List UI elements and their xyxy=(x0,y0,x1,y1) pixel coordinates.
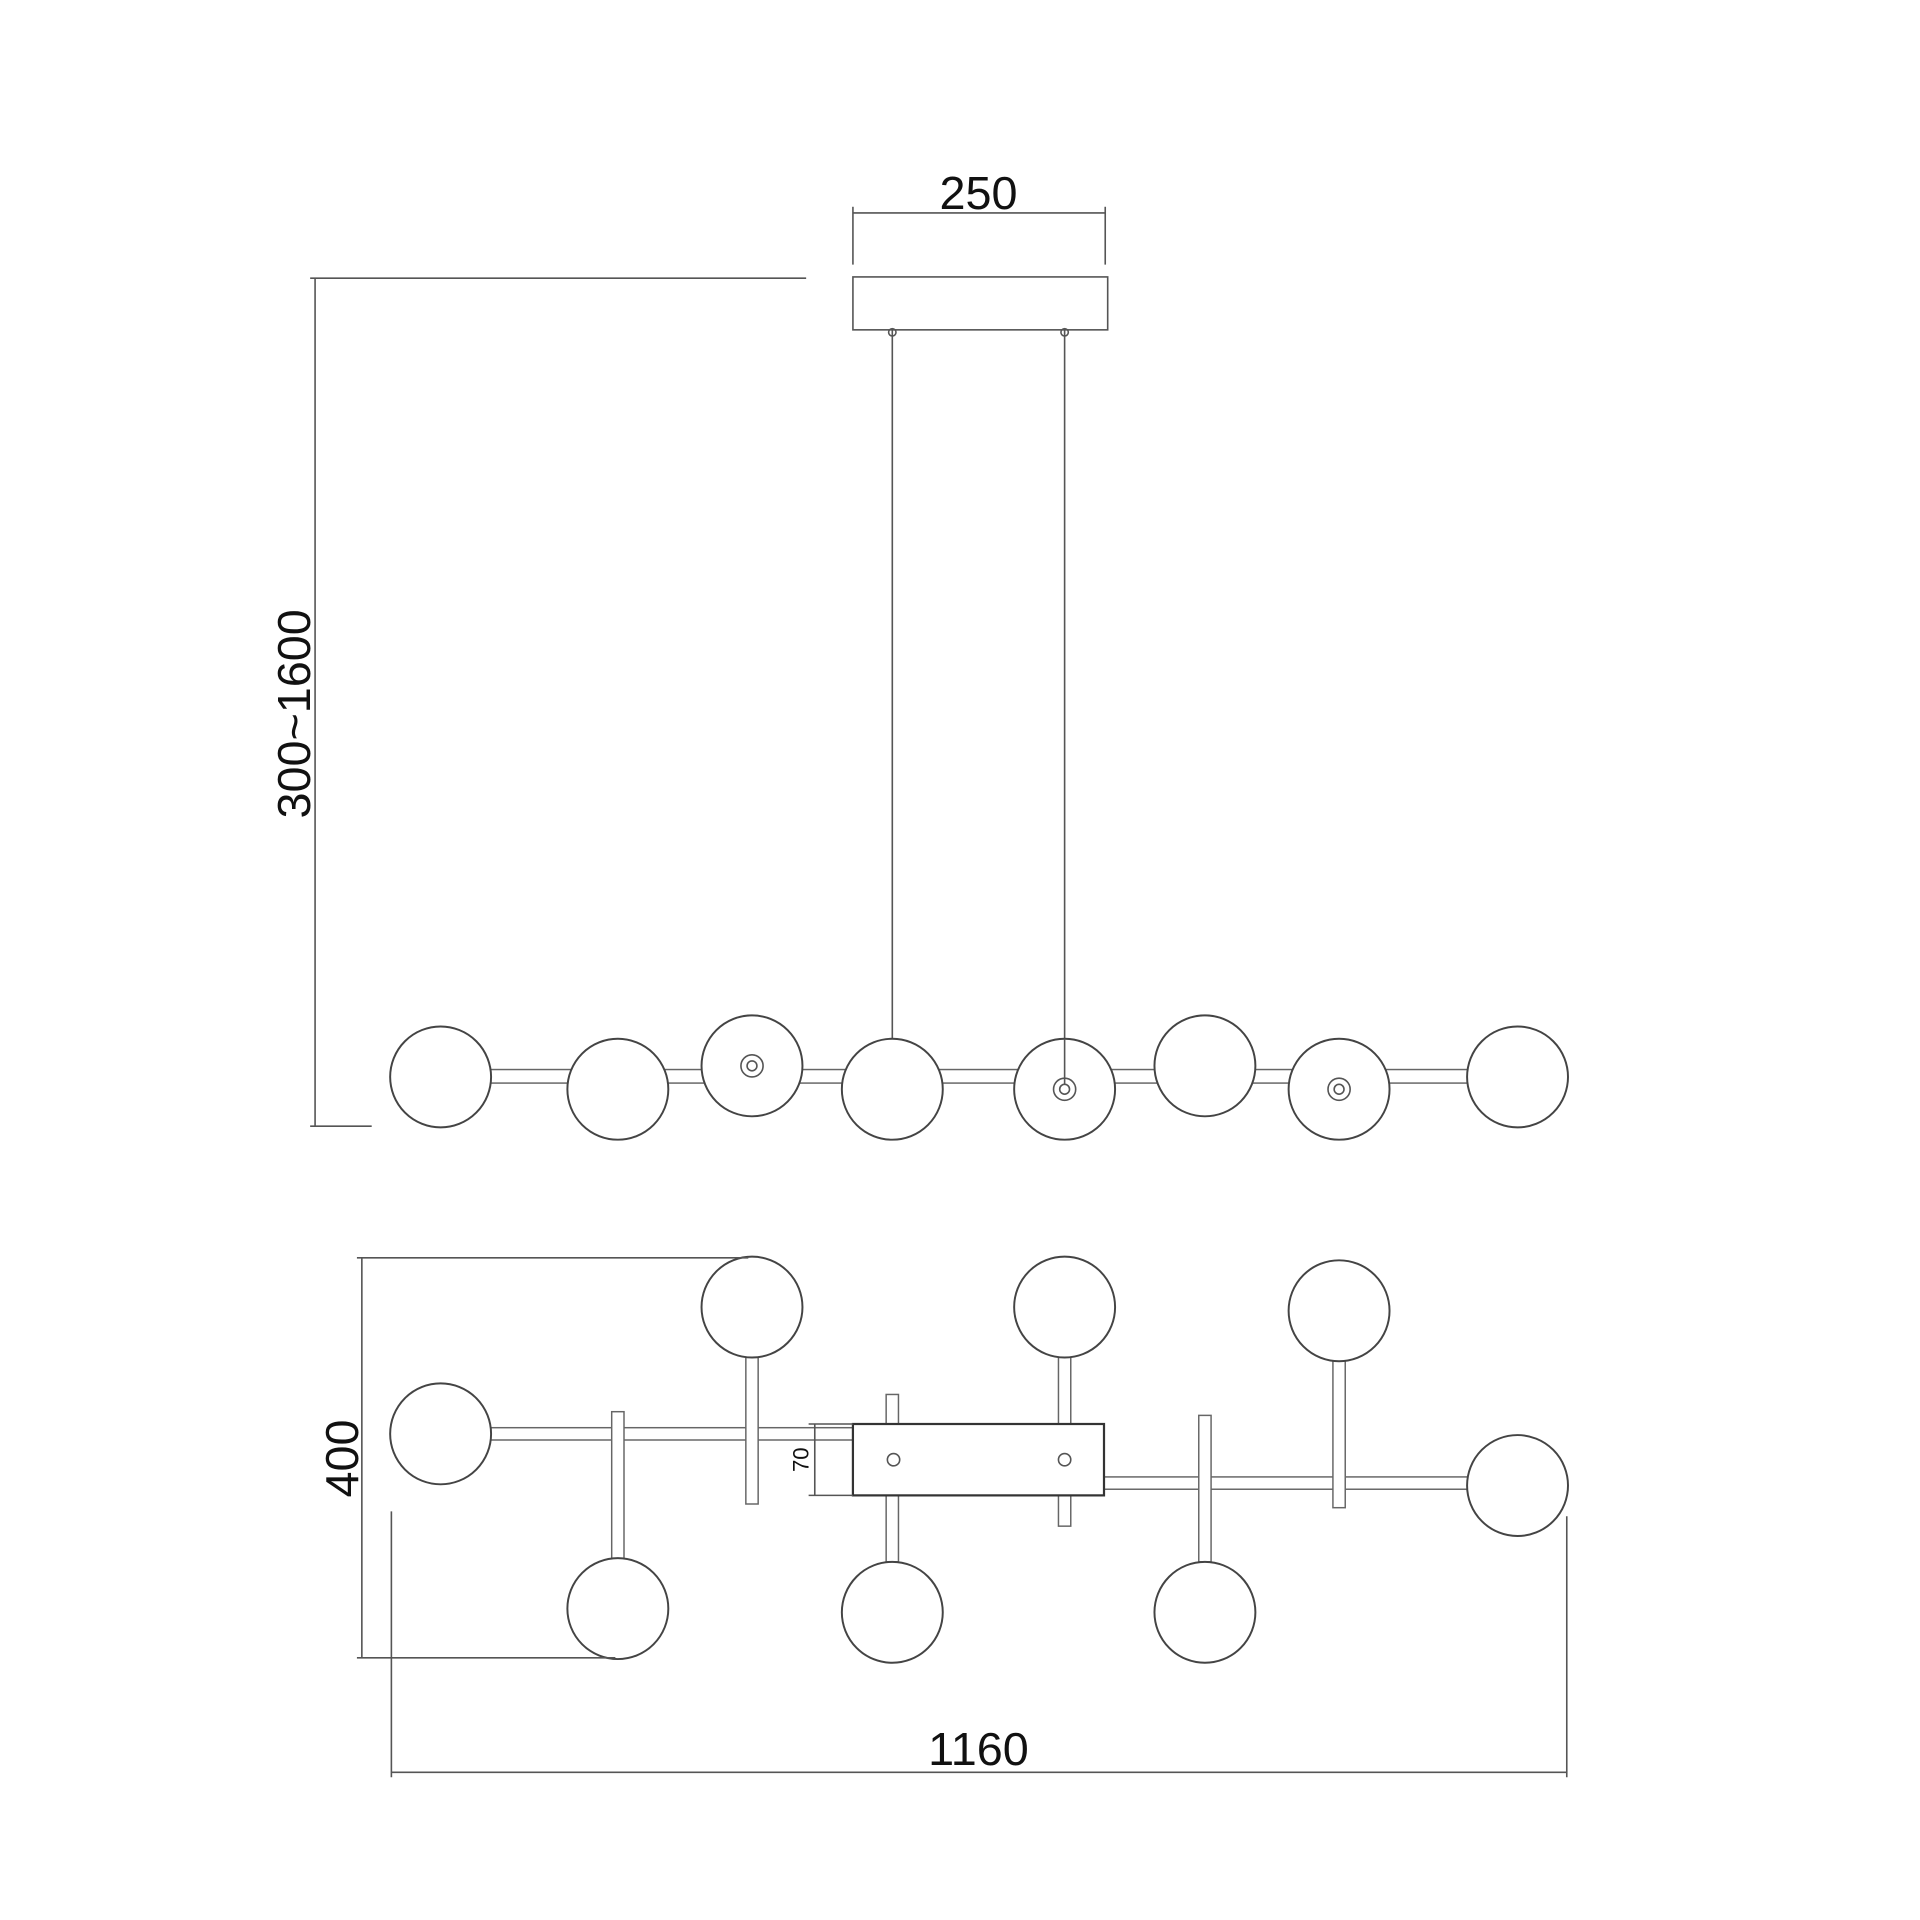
drop-height-label: 300~1600 xyxy=(268,609,320,818)
dimension-canopy-width: 250 xyxy=(852,167,1107,265)
elevation-bulbs xyxy=(389,1014,1569,1141)
body-height-label: 70 xyxy=(789,1447,814,1472)
overall-length-label: 1160 xyxy=(928,1723,1029,1775)
plan-view: 70 400 1160 xyxy=(316,1255,1569,1778)
dimension-depth: 400 xyxy=(316,1257,749,1659)
dimension-body-height: 70 xyxy=(789,1423,853,1497)
fixture-body xyxy=(851,1422,1106,1497)
plan-rods xyxy=(489,1353,1471,1563)
elevation-view: 250 300~1600 xyxy=(268,167,1569,1141)
dimension-drop-height: 300~1600 xyxy=(268,277,807,1127)
plan-bulbs xyxy=(389,1255,1569,1664)
dimension-overall-length: 1160 xyxy=(390,1511,1568,1778)
canopy-width-label: 250 xyxy=(939,167,1017,219)
ceiling-canopy xyxy=(852,276,1109,331)
suspension-wires xyxy=(887,327,1070,1088)
depth-label: 400 xyxy=(316,1419,368,1497)
